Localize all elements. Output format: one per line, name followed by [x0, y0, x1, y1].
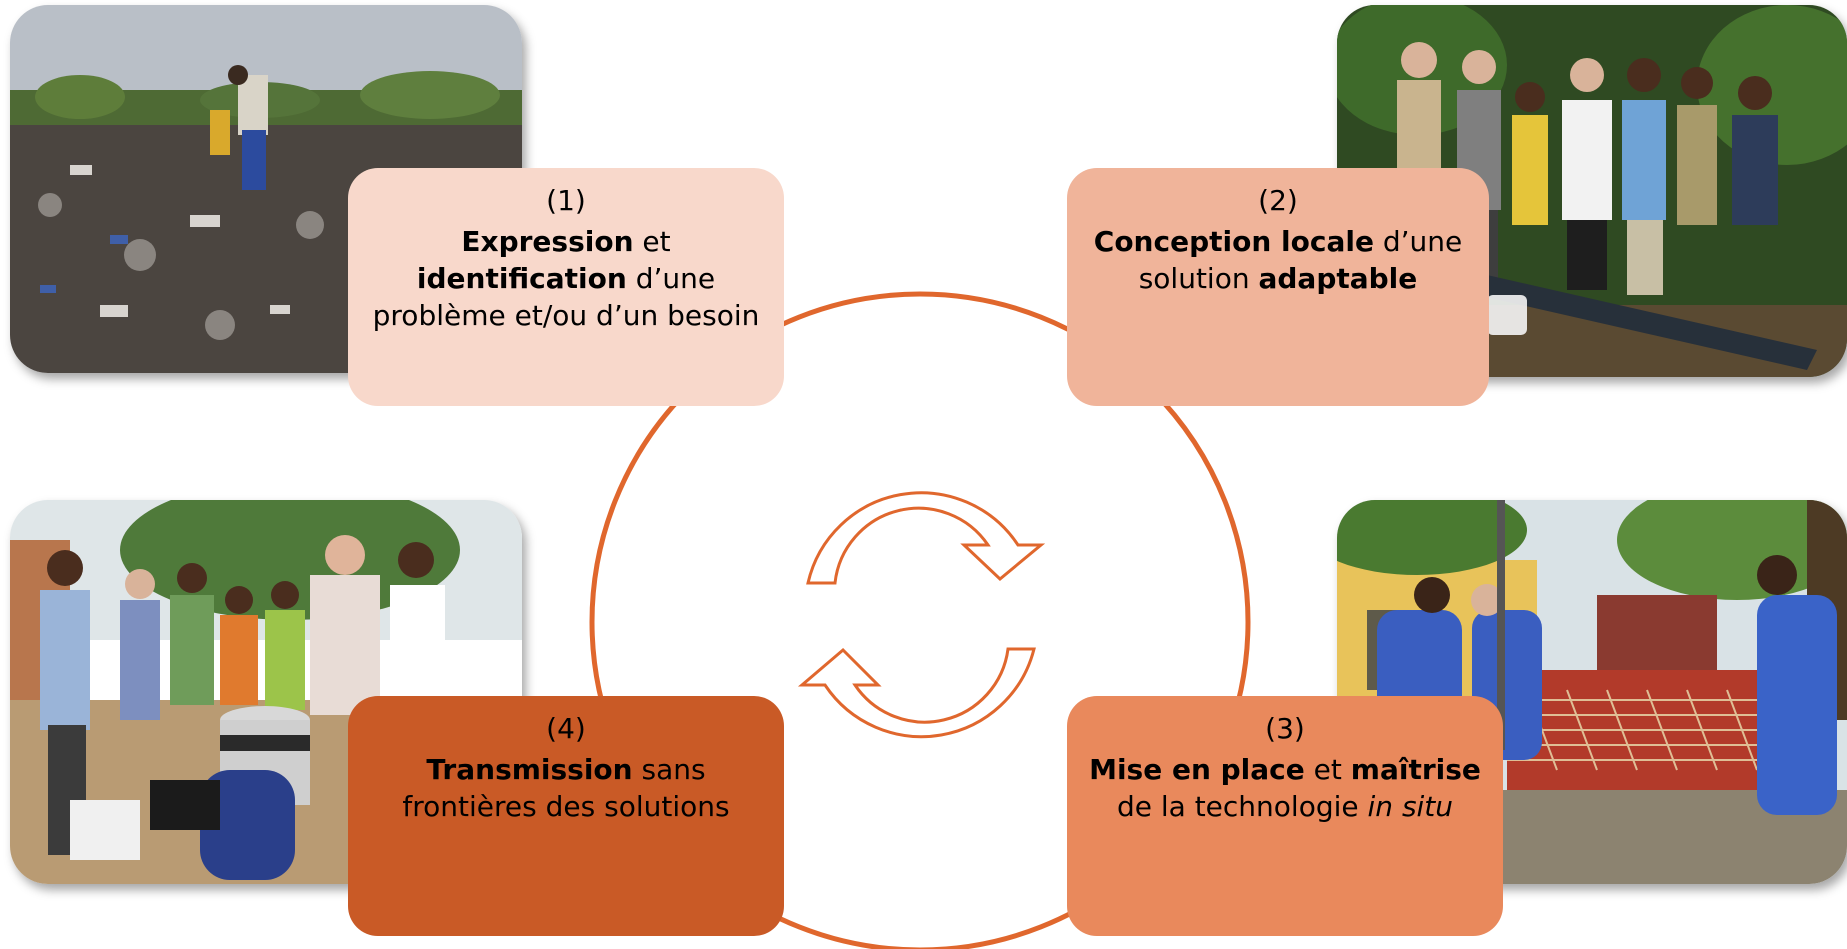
step-1-box: (1) Expression et identification d’une p… [348, 168, 784, 406]
step-4-box: (4) Transmission sans frontières des sol… [348, 696, 784, 936]
upper-arrow [806, 491, 1046, 585]
step-1-text-part: et [633, 225, 671, 258]
step-2-number: (2) [1258, 184, 1298, 217]
step-2-box: (2) Conception locale d’une solution ada… [1067, 168, 1489, 406]
step-4-text-part: sans frontières des solutions [402, 753, 730, 823]
fish-tank-net-photo [1337, 500, 1847, 884]
step-1-text-part: d’une problème et/ou d’un besoin [372, 262, 760, 332]
step-2-text-part: adaptable [1258, 262, 1418, 295]
step-2-text-part: Conception locale [1093, 225, 1374, 258]
step-1-text-part: identification [416, 262, 627, 295]
lower-arrow [797, 647, 1036, 739]
step-3-text: Mise en place et maîtrise de la technolo… [1067, 751, 1503, 825]
step-3-text-part: maîtrise [1350, 753, 1481, 786]
step-3-text-part: de la technologie [1116, 790, 1368, 823]
step-3-text-part: et [1304, 753, 1351, 786]
cycle-ring [589, 291, 1251, 949]
step-4-number: (4) [546, 712, 586, 745]
step-1-number: (1) [546, 184, 586, 217]
step-4-text-part: Transmission [426, 753, 633, 786]
step-4-text: Transmission sans frontières des solutio… [348, 751, 784, 825]
step-3-text-part: Mise en place [1089, 753, 1305, 786]
step-2-text: Conception locale d’une solution adaptab… [1067, 223, 1489, 297]
step-3-box: (3) Mise en place et maîtrise de la tech… [1067, 696, 1503, 936]
circular-refresh-arrows-icon [797, 491, 1046, 739]
step-3-number: (3) [1265, 712, 1305, 745]
step-1-text: Expression et identification d’une probl… [348, 223, 784, 334]
step-2-text-part: d’une solution [1138, 225, 1463, 295]
step-3-text-part: in situ [1367, 790, 1454, 823]
step-1-text-part: Expression [461, 225, 634, 258]
